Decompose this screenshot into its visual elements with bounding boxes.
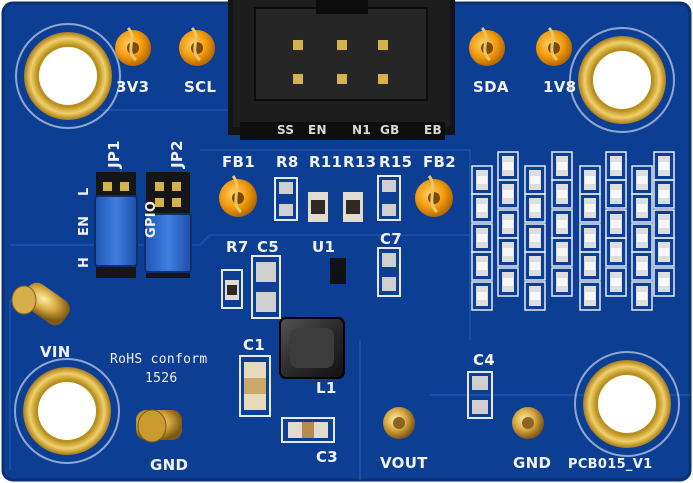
led-28 xyxy=(605,237,627,267)
led-27 xyxy=(605,209,627,239)
led-34 xyxy=(631,281,653,311)
mounting-hole-bottom-left xyxy=(14,358,120,464)
label-c4: C4 xyxy=(473,351,496,369)
led-19 xyxy=(551,267,573,297)
led-26 xyxy=(605,179,627,209)
label-c7: C7 xyxy=(380,230,403,248)
header-label-n1: N1 xyxy=(352,123,371,137)
led-1 xyxy=(471,193,493,223)
led-36 xyxy=(653,179,675,209)
label-fb2: FB2 xyxy=(423,153,457,171)
label-1v8: 1V8 xyxy=(543,78,577,96)
header-label-eb: EB xyxy=(424,123,442,137)
led-14 xyxy=(524,281,546,311)
test-point-scl xyxy=(179,26,215,66)
label-l: L xyxy=(77,187,92,196)
led-29 xyxy=(605,267,627,297)
c1-capacitor xyxy=(239,355,271,417)
label-jp2: JP2 xyxy=(168,140,186,168)
resistor-pads-r8-r15 xyxy=(274,175,401,222)
label-gnd-left: GND xyxy=(150,456,189,474)
label-c3: C3 xyxy=(316,448,339,466)
mounting-hole-top-right xyxy=(569,27,675,133)
label-date-code: 1526 xyxy=(145,371,178,386)
test-point-3v3 xyxy=(115,26,151,66)
label-vin: VIN xyxy=(40,343,71,361)
label-gpio: GPIO xyxy=(144,200,159,238)
led-33 xyxy=(631,251,653,281)
label-h: H xyxy=(77,256,92,268)
mounting-hole-bottom-right xyxy=(574,351,680,457)
led-15 xyxy=(551,151,573,181)
jumper-jp2 xyxy=(144,172,192,278)
label-scl: SCL xyxy=(184,78,217,96)
label-r7: R7 xyxy=(226,238,249,256)
label-3v3: 3V3 xyxy=(116,78,150,96)
c4-capacitor-pads xyxy=(467,371,493,419)
led-39 xyxy=(653,267,675,297)
c7-capacitor-pads xyxy=(377,247,401,297)
label-r15: R15 xyxy=(379,153,413,171)
led-6 xyxy=(497,179,519,209)
label-sda: SDA xyxy=(473,78,509,96)
u1-chip xyxy=(330,258,346,284)
test-point-sda xyxy=(469,26,505,66)
vin-pin xyxy=(11,282,70,326)
c3-capacitor xyxy=(281,417,335,443)
label-r11: R11 xyxy=(309,153,343,171)
test-point-fb2 xyxy=(415,175,453,217)
label-rohs: RoHS conform xyxy=(110,352,208,367)
led-24 xyxy=(579,281,601,311)
label-gnd-right: GND xyxy=(513,454,552,472)
vout-pin xyxy=(383,407,415,439)
led-23 xyxy=(579,251,601,281)
test-point-fb1 xyxy=(219,175,257,217)
c5-capacitor-pads xyxy=(251,255,281,319)
gnd-left-pin xyxy=(136,409,182,443)
r7-resistor xyxy=(221,269,243,309)
led-matrix xyxy=(471,151,675,311)
led-9 xyxy=(497,267,519,297)
label-u1: U1 xyxy=(312,238,336,256)
led-32 xyxy=(631,223,653,253)
label-en: EN xyxy=(77,215,92,236)
led-38 xyxy=(653,237,675,267)
led-31 xyxy=(631,193,653,223)
header-label-gb: GB xyxy=(380,123,400,137)
label-vout: VOUT xyxy=(380,454,428,472)
label-r13: R13 xyxy=(343,153,377,171)
gnd-right-pin xyxy=(512,407,544,439)
label-c5: C5 xyxy=(257,238,280,256)
led-18 xyxy=(551,237,573,267)
mounting-hole-top-left xyxy=(15,23,121,129)
led-11 xyxy=(524,193,546,223)
jumper-jp1 xyxy=(94,172,138,278)
led-8 xyxy=(497,237,519,267)
label-jp1: JP1 xyxy=(105,140,123,168)
box-header-connector xyxy=(228,0,455,140)
led-13 xyxy=(524,251,546,281)
label-r8: R8 xyxy=(276,153,299,171)
led-16 xyxy=(551,179,573,209)
label-pcb-version: PCB015_V1 xyxy=(568,457,653,472)
header-label-en: EN xyxy=(308,123,327,137)
header-label-ss: SS xyxy=(277,123,295,137)
label-c1: C1 xyxy=(243,336,266,354)
inductor-l1 xyxy=(279,317,345,379)
led-3 xyxy=(471,251,493,281)
test-point-1v8 xyxy=(536,26,572,66)
label-l1: L1 xyxy=(316,379,337,397)
led-4 xyxy=(471,281,493,311)
label-fb1: FB1 xyxy=(222,153,256,171)
led-21 xyxy=(579,193,601,223)
